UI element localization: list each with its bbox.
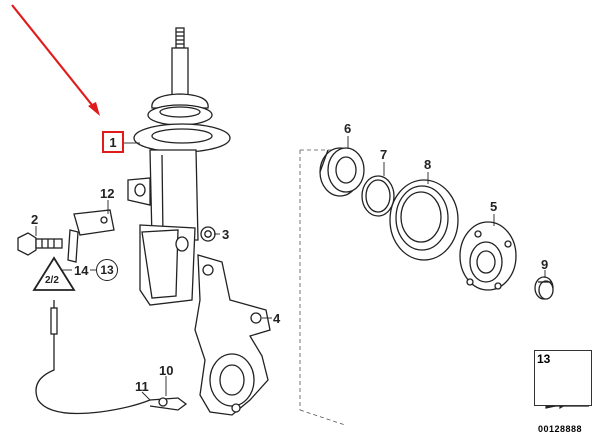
part-label-7[interactable]: 7 bbox=[380, 147, 388, 162]
wheel-bearing-6 bbox=[319, 147, 365, 197]
sensor-cable bbox=[35, 300, 188, 415]
steering-knuckle-4 bbox=[194, 254, 271, 416]
part-label-14[interactable]: 14 bbox=[74, 263, 89, 278]
bracket-12 bbox=[67, 209, 115, 263]
warning-triangle-icon bbox=[32, 256, 76, 291]
part-label-3[interactable]: 3 bbox=[222, 227, 230, 242]
part-label-10[interactable]: 10 bbox=[159, 363, 174, 378]
part-label-6[interactable]: 6 bbox=[344, 121, 352, 136]
part-label-1[interactable]: 1 bbox=[102, 131, 124, 153]
warning-badge-text: 2/2 bbox=[45, 275, 59, 286]
highlight-arrow bbox=[11, 4, 100, 116]
part-label-2[interactable]: 2 bbox=[31, 212, 39, 227]
part-label-4[interactable]: 4 bbox=[273, 311, 281, 326]
part-label-8[interactable]: 8 bbox=[424, 157, 432, 172]
part-label-9[interactable]: 9 bbox=[541, 257, 549, 272]
nut-3 bbox=[200, 226, 216, 242]
strut-assembly bbox=[127, 27, 231, 306]
snap-ring-7 bbox=[361, 175, 395, 217]
part-label-11[interactable]: 11 bbox=[135, 379, 149, 394]
thumbnail-part-number: 13 bbox=[537, 352, 551, 366]
part-label-12[interactable]: 12 bbox=[100, 186, 115, 201]
document-number: 00128888 bbox=[538, 424, 583, 434]
part-label-5[interactable]: 5 bbox=[490, 199, 498, 214]
dust-cover-8 bbox=[389, 179, 459, 261]
leader-lines bbox=[35, 136, 546, 401]
part-label-13[interactable]: 13 bbox=[96, 259, 118, 281]
wheel-hub-5 bbox=[459, 221, 517, 291]
hub-nut-9 bbox=[534, 276, 554, 300]
thumbnail-box[interactable] bbox=[534, 350, 592, 406]
bolt-2 bbox=[17, 232, 63, 256]
